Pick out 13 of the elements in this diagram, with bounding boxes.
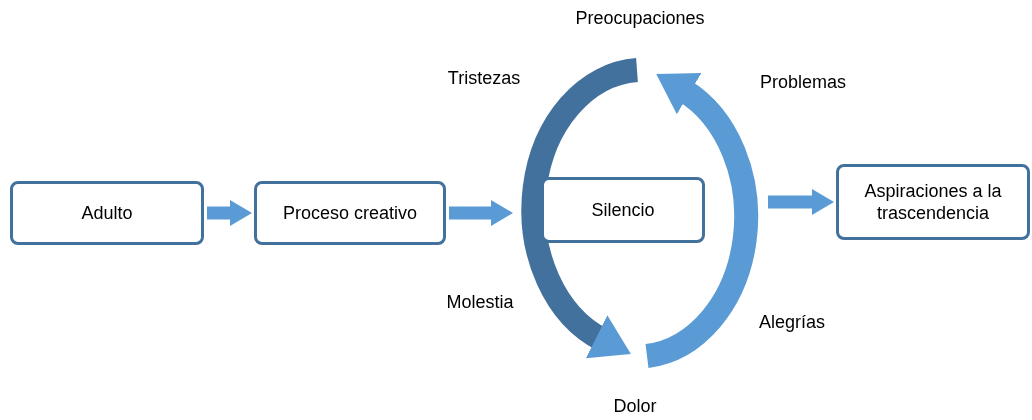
cycle-label: Molestia — [446, 290, 514, 314]
cycle-label: Tristezas — [447, 66, 521, 90]
process-box: Aspiraciones a la trascendencia — [836, 164, 1030, 240]
cycle-label: Alegrías — [759, 310, 825, 334]
cycle-label: Preocupaciones — [575, 6, 705, 30]
block-arrow — [449, 200, 513, 226]
cycle-label: Dolor — [613, 394, 657, 418]
block-arrow — [768, 189, 834, 215]
cycle-label: Problemas — [760, 70, 846, 94]
process-box: Adulto — [10, 181, 204, 245]
process-box: Silencio — [541, 177, 705, 243]
block-arrow — [207, 200, 252, 226]
process-box: Proceso creativo — [254, 181, 446, 245]
